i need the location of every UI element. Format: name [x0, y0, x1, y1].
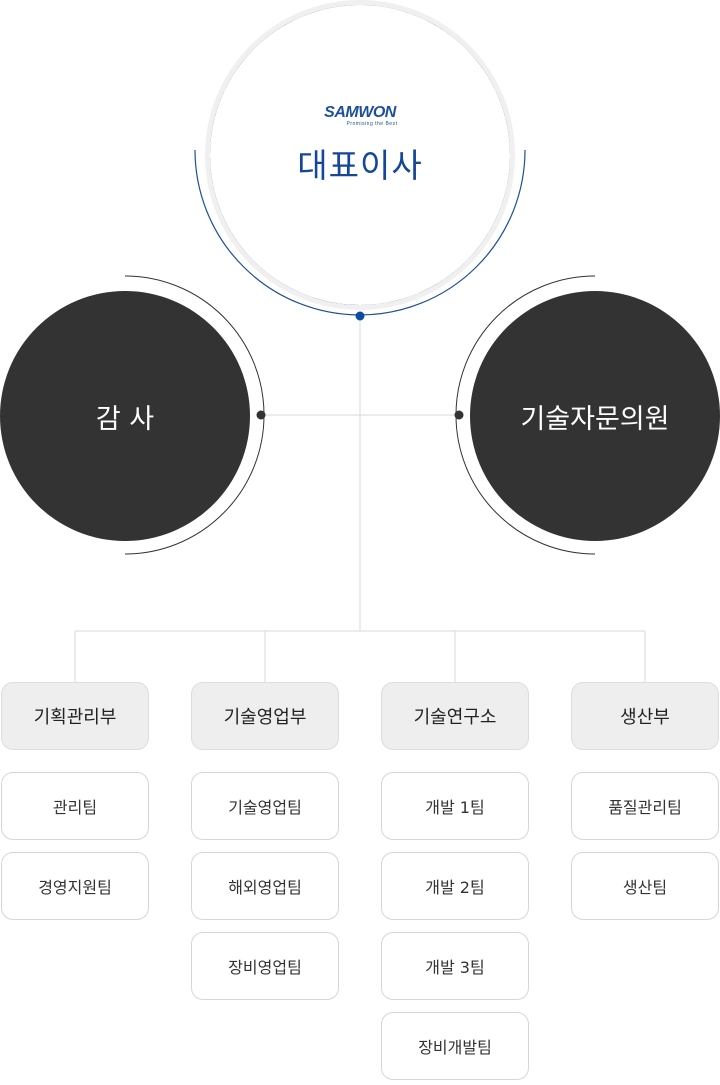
team-label: 품질관리팀	[608, 798, 682, 817]
team-label: 해외영업팀	[228, 878, 302, 897]
team-box: 장비개발팀	[381, 1012, 529, 1080]
team-box: 해외영업팀	[191, 852, 339, 920]
audit-junction-dot	[256, 410, 266, 420]
team-label: 장비영업팀	[228, 958, 302, 977]
team-label: 개발 3팀	[425, 958, 485, 977]
team-box: 개발 3팀	[381, 932, 529, 1000]
dept-label: 기술영업부	[223, 707, 307, 728]
ceo-node: SAMWON Promising the Best 대표이사	[210, 5, 510, 305]
advisory-junction-dot	[454, 410, 464, 420]
team-label: 관리팀	[52, 798, 98, 817]
dept-label: 기술연구소	[413, 707, 497, 728]
team-box: 경영지원팀	[1, 852, 149, 920]
team-box: 관리팀	[1, 772, 149, 840]
audit-node: 감 사	[0, 291, 250, 541]
team-label: 경영지원팀	[38, 878, 112, 897]
team-box: 개발 2팀	[381, 852, 529, 920]
team-box: 생산팀	[571, 852, 719, 920]
team-label: 장비개발팀	[418, 1038, 492, 1057]
dept-planning: 기획관리부	[1, 682, 149, 750]
team-label: 개발 2팀	[425, 878, 485, 897]
logo-tagline: Promising the Best	[346, 121, 398, 127]
ceo-title: 대표이사	[297, 146, 423, 185]
team-box: 품질관리팀	[571, 772, 719, 840]
advisory-label: 기술자문의원	[520, 403, 670, 435]
company-logo: SAMWON Promising the Best	[323, 104, 398, 128]
dept-label: 기획관리부	[33, 707, 117, 728]
team-box: 기술영업팀	[191, 772, 339, 840]
logo-wordmark: SAMWON	[324, 104, 396, 121]
ceo-junction-dot	[355, 311, 365, 321]
team-box: 개발 1팀	[381, 772, 529, 840]
dept-label: 생산부	[620, 707, 670, 728]
dept-production: 생산부	[571, 682, 719, 750]
dept-research: 기술연구소	[381, 682, 529, 750]
team-box: 장비영업팀	[191, 932, 339, 1000]
team-label: 개발 1팀	[425, 798, 485, 817]
audit-label: 감 사	[95, 403, 155, 435]
team-label: 기술영업팀	[228, 798, 302, 817]
advisory-node: 기술자문의원	[470, 291, 720, 541]
dept-tech-sales: 기술영업부	[191, 682, 339, 750]
team-label: 생산팀	[622, 878, 668, 897]
